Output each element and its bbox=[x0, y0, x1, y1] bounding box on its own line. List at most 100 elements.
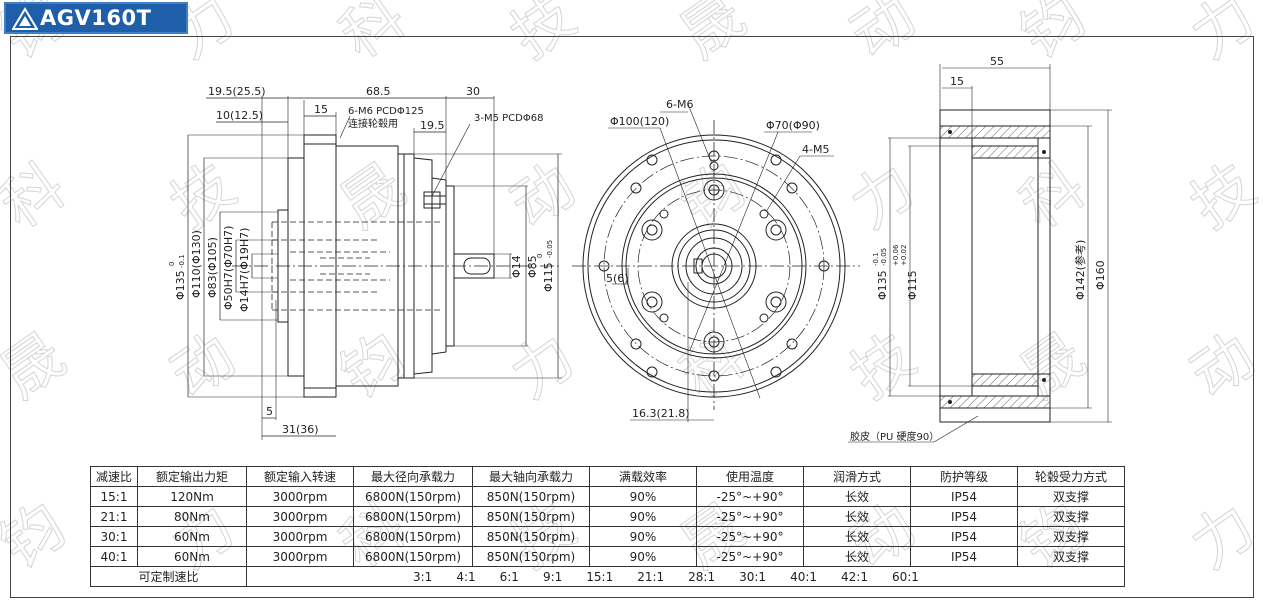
col-torque: 额定输出力矩 bbox=[137, 466, 247, 487]
cell: 双支撑 bbox=[1017, 526, 1125, 547]
cell: 6800N(150rpm) bbox=[353, 486, 473, 507]
custom-ratio-item: 30:1 bbox=[739, 569, 767, 584]
custom-ratio-item: 42:1 bbox=[841, 569, 868, 584]
dim-phi85: Φ85 bbox=[526, 255, 539, 278]
dim-30: 30 bbox=[466, 85, 480, 98]
cell: -25°~+90° bbox=[696, 546, 804, 567]
tol-r1-up: -0.1 bbox=[872, 252, 880, 266]
dim-19-5: 19.5(25.5) bbox=[208, 85, 266, 98]
dim-phi110: Φ110(Φ130) bbox=[190, 230, 203, 298]
cell: 60Nm bbox=[137, 526, 247, 547]
tol-r2-dn: +0.02 bbox=[900, 245, 908, 266]
right-view: 55 15 Φ135 -0.1 -0.05 +0.06 +0.02 Φ115 Φ… bbox=[848, 55, 1112, 443]
cell: 30:1 bbox=[90, 526, 138, 547]
custom-ratio-label: 可定制速比 bbox=[90, 566, 247, 587]
custom-ratio-item: 15:1 bbox=[586, 569, 614, 584]
drawing-frame bbox=[10, 36, 1254, 598]
note-pu-rubber: 胶皮（PU 硬度90） bbox=[850, 430, 939, 443]
cell: 3000rpm bbox=[246, 526, 354, 547]
cell: 90% bbox=[589, 486, 697, 507]
cell: 双支撑 bbox=[1017, 486, 1125, 507]
title-banner: AGV160T bbox=[4, 2, 188, 34]
tol-phi135-dn: -0.1 bbox=[178, 254, 186, 268]
cell: 3000rpm bbox=[246, 546, 354, 567]
dim-phi14: Φ14 bbox=[510, 255, 523, 278]
side-view: 19.5(25.5) 10(12.5) 68.5 15 30 19.5 5 31… bbox=[168, 85, 562, 440]
note-6-m6: 6-M6 PCDΦ125 bbox=[348, 106, 424, 117]
dim-10: 10(12.5) bbox=[216, 109, 263, 122]
cell: -25°~+90° bbox=[696, 506, 804, 527]
cell: IP54 bbox=[910, 546, 1018, 567]
custom-ratio-item: 40:1 bbox=[790, 569, 818, 584]
label-phi100: Φ100(120) bbox=[610, 115, 669, 128]
cell: IP54 bbox=[910, 506, 1018, 527]
dim-phi135-r: Φ135 bbox=[876, 270, 889, 300]
table-row: 21:1 80Nm 3000rpm 6800N(150rpm) 850N(150… bbox=[90, 506, 1125, 527]
cell: 3000rpm bbox=[246, 506, 354, 527]
note-hub-connect: 连接轮毂用 bbox=[348, 117, 398, 130]
cell: 21:1 bbox=[90, 506, 138, 527]
dim-55: 55 bbox=[990, 55, 1004, 68]
col-hub-support: 轮毂受力方式 bbox=[1017, 466, 1125, 487]
col-axial: 最大轴向承载力 bbox=[472, 466, 590, 487]
cell: 90% bbox=[589, 526, 697, 547]
table-row: 15:1 120Nm 3000rpm 6800N(150rpm) 850N(15… bbox=[90, 486, 1125, 507]
dim-5: 5 bbox=[266, 405, 273, 418]
custom-ratio-item: 28:1 bbox=[688, 569, 716, 584]
custom-ratio-item: 60:1 bbox=[891, 569, 919, 584]
custom-ratio-item: 3:1 bbox=[413, 569, 433, 584]
dim-phi135: Φ135 bbox=[174, 270, 187, 300]
cell: 80Nm bbox=[137, 506, 247, 527]
cell: -25°~+90° bbox=[696, 526, 804, 547]
cell: IP54 bbox=[910, 486, 1018, 507]
table-row: 40:1 60Nm 3000rpm 6800N(150rpm) 850N(150… bbox=[90, 546, 1125, 567]
cell: 850N(150rpm) bbox=[472, 506, 590, 527]
cell: 长效 bbox=[803, 526, 911, 547]
dim-31: 31(36) bbox=[282, 423, 319, 436]
cell: 40:1 bbox=[90, 546, 138, 567]
cell: 120Nm bbox=[137, 486, 247, 507]
dim-phi142: Φ142(参考) bbox=[1073, 240, 1087, 300]
custom-ratio-item: 21:1 bbox=[637, 569, 665, 584]
col-radial: 最大径向承载力 bbox=[353, 466, 473, 487]
cell: 长效 bbox=[803, 546, 911, 567]
front-view: 6-M6 Φ100(120) Φ70(Φ90) 4-M5 5(6) 16.3(2… bbox=[572, 98, 860, 422]
label-6-m6: 6-M6 bbox=[666, 98, 693, 111]
spec-table: 减速比 额定输出力矩 额定输入转速 最大径向承载力 最大轴向承载力 满载效率 使… bbox=[90, 466, 1125, 587]
col-efficiency: 满载效率 bbox=[589, 466, 697, 487]
dim-phi14h7: Φ14H7(Φ19H7) bbox=[238, 228, 251, 312]
label-4-m5: 4-M5 bbox=[802, 143, 829, 156]
label-5-6: 5(6) bbox=[606, 272, 629, 285]
cell: 850N(150rpm) bbox=[472, 546, 590, 567]
cell: -25°~+90° bbox=[696, 486, 804, 507]
cell: 850N(150rpm) bbox=[472, 526, 590, 547]
cell: 6800N(150rpm) bbox=[353, 506, 473, 527]
cell: 90% bbox=[589, 546, 697, 567]
cell: 60Nm bbox=[137, 546, 247, 567]
cell: 850N(150rpm) bbox=[472, 486, 590, 507]
tol-r1-dn: -0.05 bbox=[880, 248, 888, 266]
model-title: AGV160T bbox=[40, 6, 152, 30]
logo-icon bbox=[12, 7, 38, 30]
cell: 3000rpm bbox=[246, 486, 354, 507]
label-16-3: 16.3(21.8) bbox=[632, 407, 690, 420]
col-protection: 防护等级 bbox=[910, 466, 1018, 487]
label-phi70: Φ70(Φ90) bbox=[766, 119, 820, 132]
custom-ratio-item: 9:1 bbox=[542, 569, 563, 584]
table-header-row: 减速比 额定输出力矩 额定输入转速 最大径向承载力 最大轴向承载力 满载效率 使… bbox=[90, 466, 1125, 487]
custom-ratio-item: 4:1 bbox=[456, 569, 476, 584]
cell: IP54 bbox=[910, 526, 1018, 547]
dim-phi83: Φ83(Φ105) bbox=[206, 237, 219, 298]
dim-68-5: 68.5 bbox=[366, 85, 391, 98]
cell: 长效 bbox=[803, 486, 911, 507]
dim-15: 15 bbox=[314, 103, 328, 116]
table-row: 30:1 60Nm 3000rpm 6800N(150rpm) 850N(150… bbox=[90, 526, 1125, 547]
note-3-m5: 3-M5 PCDΦ68 bbox=[474, 113, 543, 124]
tol-phi115-dn: -0.05 bbox=[546, 240, 554, 258]
dim-phi115: Φ115 bbox=[542, 262, 555, 292]
tol-r2-up: +0.06 bbox=[892, 244, 900, 266]
dim-15b: 15 bbox=[950, 75, 964, 88]
